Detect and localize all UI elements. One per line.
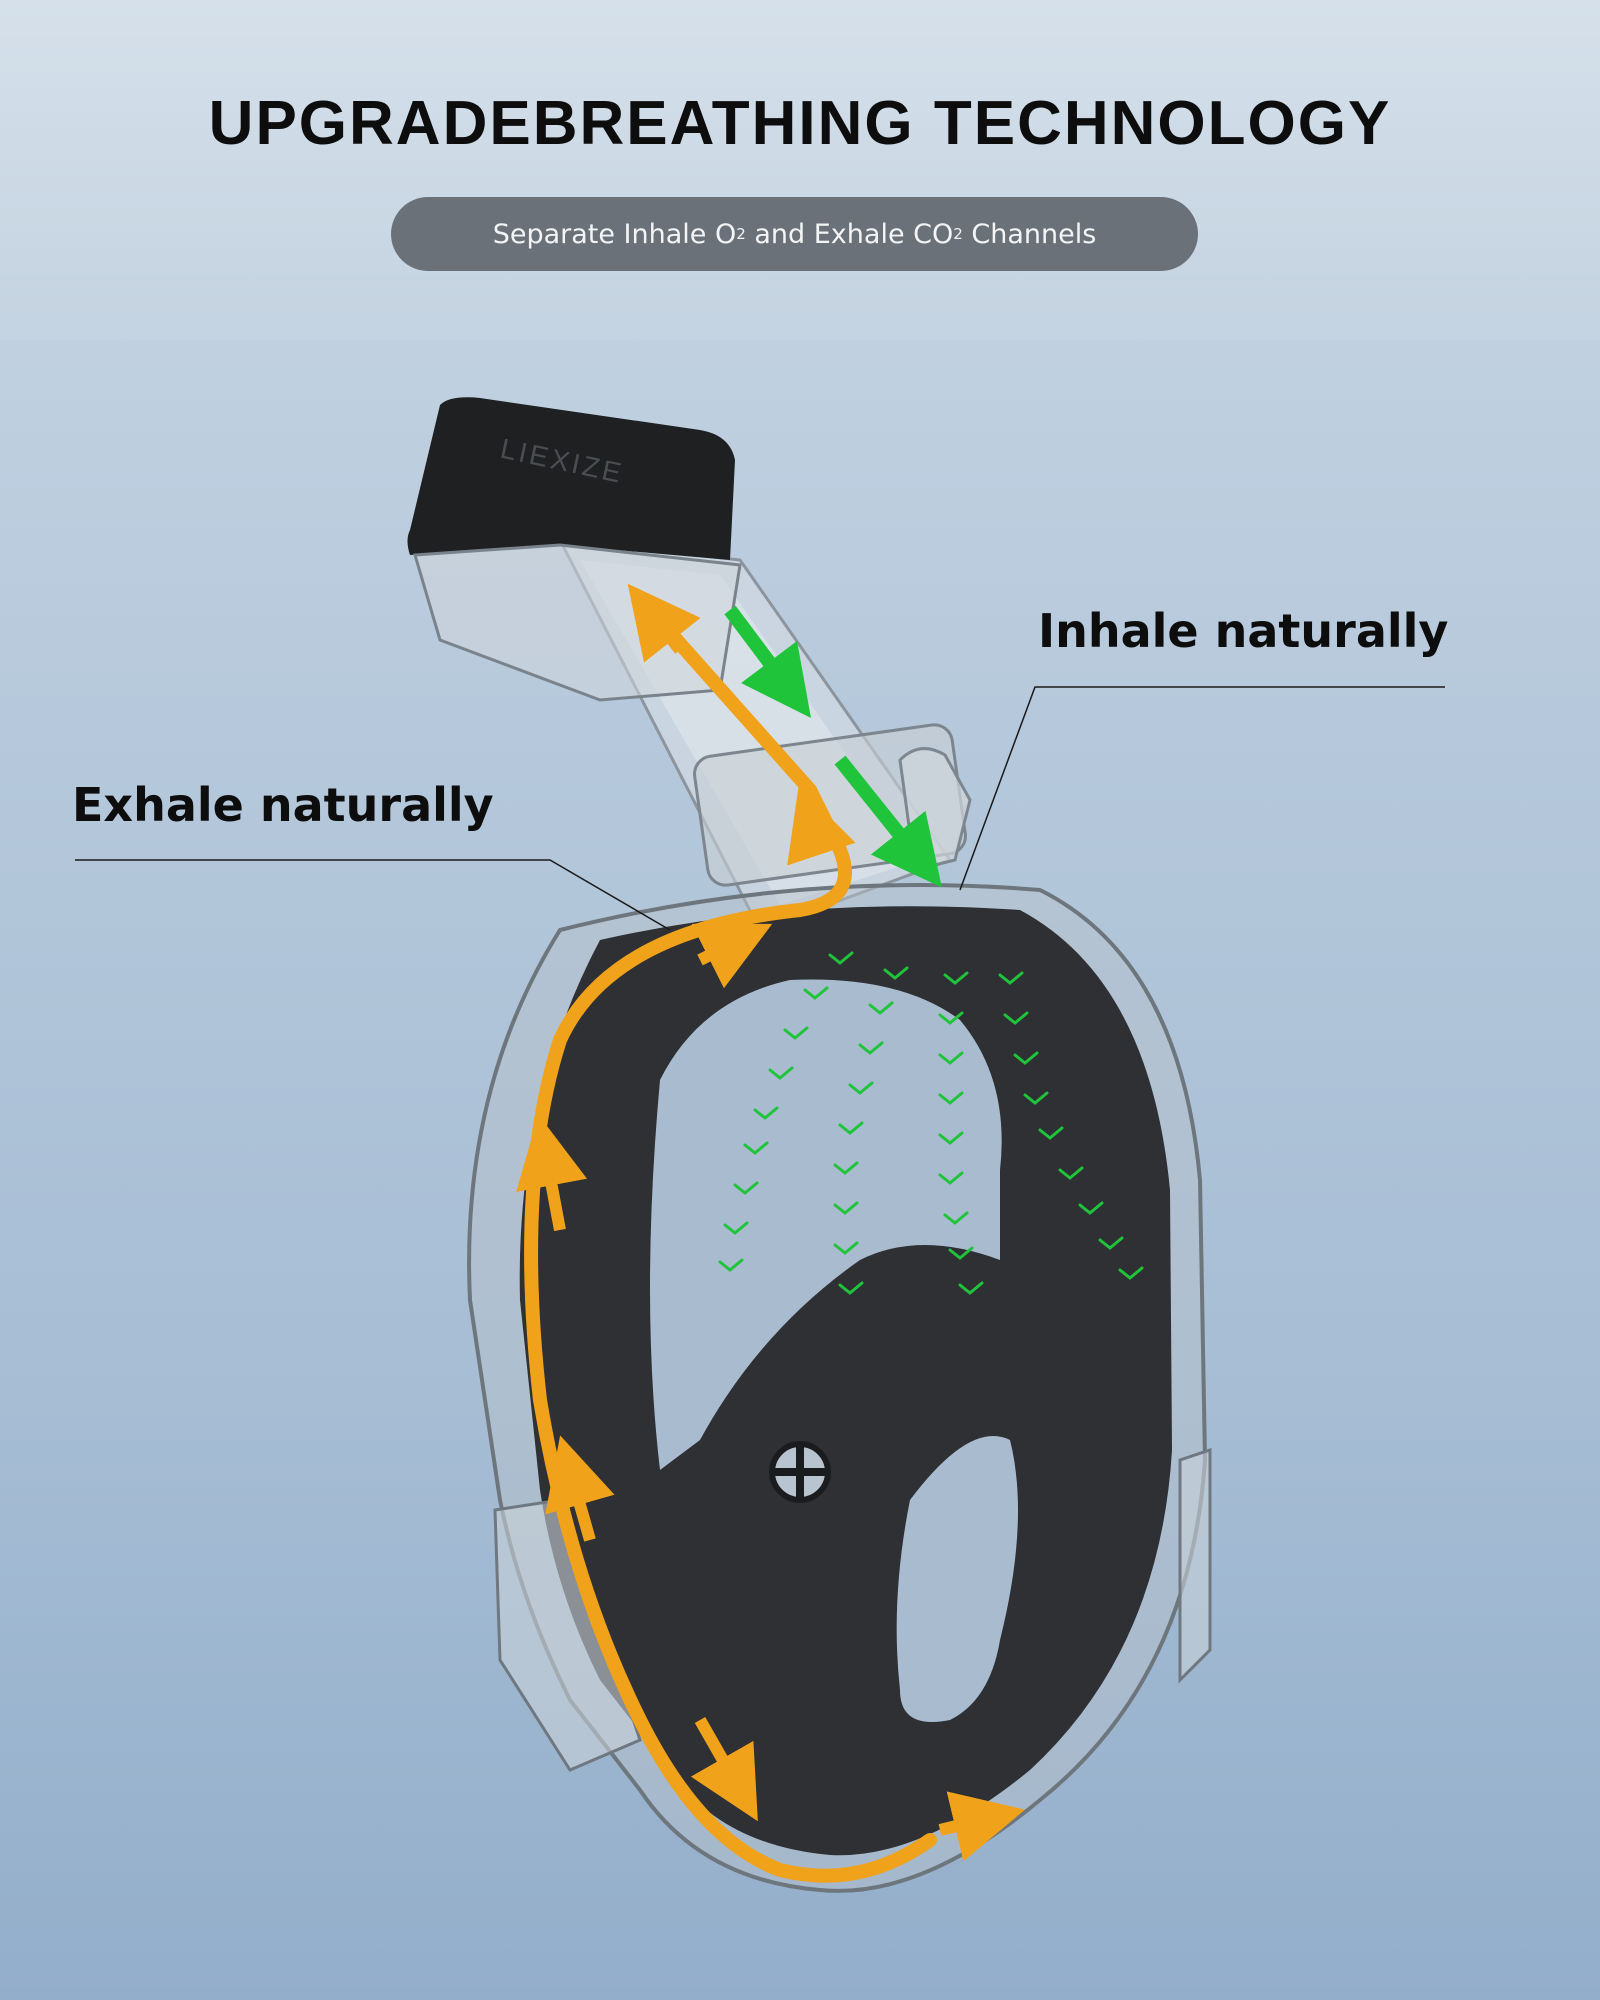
subtitle-part1: Separate Inhale O <box>492 218 737 250</box>
subtitle-part3: Channels <box>962 218 1097 250</box>
page-title: UPGRADEBREATHING TECHNOLOGY <box>208 89 1392 158</box>
subtitle-sub2: 2 <box>953 225 963 243</box>
header-band <box>0 0 1600 340</box>
subtitle-sub1: 2 <box>736 225 746 243</box>
exhale-callout-label: Exhale naturally <box>72 778 494 832</box>
exhale-arrow-icon <box>516 583 1026 1883</box>
mask-frame-icon <box>467 883 1212 1893</box>
exhale-leader-line <box>75 859 671 931</box>
inhale-leader-line <box>959 686 1445 891</box>
callout-lines <box>75 686 1445 931</box>
inhale-callout-label: Inhale naturally <box>1038 604 1449 658</box>
inhale-arrow-icon <box>724 605 942 888</box>
airflow-chevron-icon <box>718 951 1144 1295</box>
subtitle-part2: and Exhale CO <box>745 218 954 250</box>
